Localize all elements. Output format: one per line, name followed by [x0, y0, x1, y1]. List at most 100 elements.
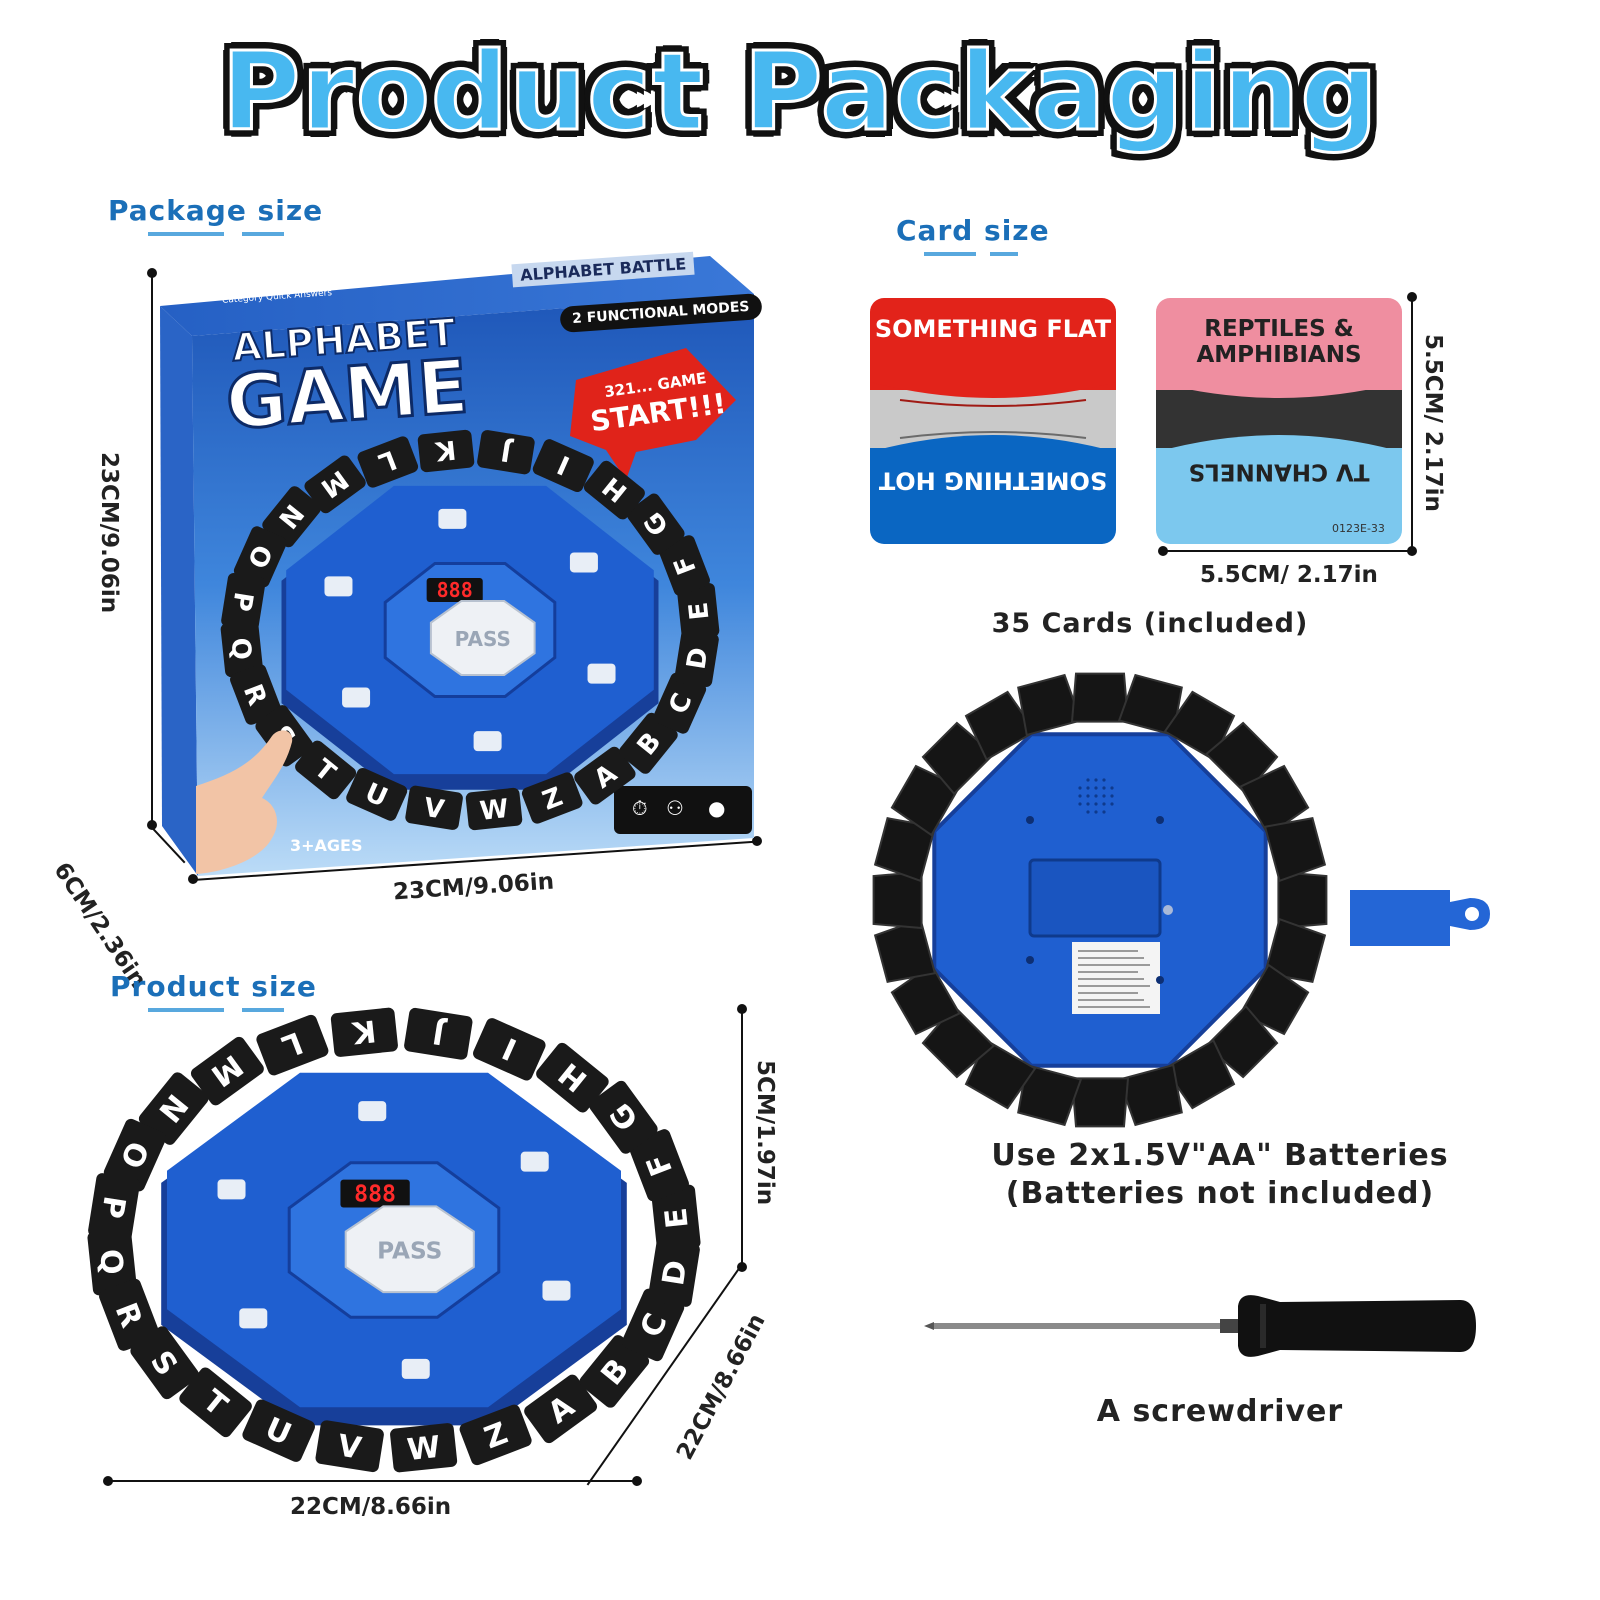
letter-tile: Z	[521, 772, 583, 824]
tile-back	[873, 917, 937, 983]
tile-back	[872, 870, 923, 930]
letter-tile: F	[628, 1129, 689, 1202]
pass-button[interactable]	[429, 600, 536, 676]
tile-letter: K	[433, 434, 457, 466]
letter-tile: Q	[220, 620, 263, 678]
card-holder	[542, 1280, 571, 1301]
product-size-heading: Product size	[110, 970, 317, 1003]
page-title: Product Packaging	[220, 29, 1379, 157]
timer-digits: 888	[437, 578, 473, 602]
card-holder	[401, 1358, 430, 1379]
letter-tile: D	[674, 629, 719, 687]
pointing-hand-illustration	[196, 730, 293, 874]
dimension-dot	[752, 836, 762, 846]
pass-button[interactable]	[344, 1205, 475, 1294]
timer-icon: ⏱	[632, 796, 648, 820]
card-size-heading: Card size	[896, 214, 1050, 247]
card-holder	[217, 1179, 246, 1200]
letter-tile: U	[242, 1399, 315, 1462]
letter-tile: E	[677, 582, 720, 640]
letter-tile: R	[99, 1278, 160, 1351]
dimension-dot	[147, 268, 157, 278]
tile-letter: V	[422, 793, 447, 826]
tile-letter: Q	[92, 1247, 129, 1276]
letter-tile: T	[179, 1367, 252, 1438]
card1-top-text: SOMETHING FLAT	[874, 315, 1112, 343]
letter-tile: I	[473, 1018, 546, 1081]
card-holder	[569, 552, 598, 573]
product-width-label: 22CM/8.66in	[290, 1494, 452, 1520]
pass-button-label: PASS	[455, 627, 511, 651]
timer-digits: 888	[354, 1181, 396, 1208]
card-height-label: 5.5CM/ 2.17in	[1420, 334, 1446, 512]
heading-underline	[148, 1008, 224, 1012]
letter-tile: R	[230, 664, 282, 725]
screwdriver-illustration	[924, 1295, 1476, 1357]
letter-tile: N	[262, 486, 321, 548]
letter-tile: B	[579, 1335, 650, 1408]
tile-letter: E	[684, 601, 716, 622]
letter-tile: U	[346, 767, 408, 821]
tile-letter: D	[682, 645, 715, 671]
dimension-dot	[737, 1004, 747, 1014]
letter-tile: F	[658, 535, 710, 596]
card-width-label: 5.5CM/ 2.17in	[1200, 562, 1378, 588]
letter-tile: H	[583, 460, 645, 520]
letter-tile: G	[626, 493, 685, 555]
letter-tile: V	[405, 785, 463, 830]
letter-tile: C	[621, 1288, 685, 1362]
tile-letter: W	[405, 1430, 442, 1468]
card2-code: 0123E-33	[1332, 522, 1385, 535]
battery-compartment	[1028, 858, 1162, 938]
letter-tile: P	[221, 573, 266, 631]
letter-tile: Z	[459, 1404, 532, 1466]
letter-tile: D	[648, 1238, 700, 1307]
battery-cover	[1350, 890, 1490, 946]
letter-tile: P	[88, 1173, 140, 1242]
letter-tile: H	[536, 1042, 609, 1113]
box-icon-strip	[614, 786, 752, 834]
heading-underline	[242, 1008, 284, 1012]
card-holder	[473, 731, 502, 752]
letter-tile: O	[233, 526, 287, 588]
letter-tile: C	[653, 672, 707, 734]
device-back-view	[872, 672, 1328, 1128]
tile-back	[1017, 673, 1083, 737]
timer-display	[340, 1179, 410, 1208]
package-height-label: 23CM/9.06in	[96, 452, 122, 614]
tile-back	[1277, 870, 1328, 930]
card-holder	[239, 1308, 268, 1329]
heading-underline	[924, 252, 976, 256]
package-size-heading: Package size	[108, 194, 324, 227]
dimension-dot	[1407, 546, 1417, 556]
letter-tile: M	[304, 455, 366, 514]
battery-icon: ●	[708, 796, 726, 820]
letter-tile: S	[130, 1326, 199, 1400]
letter-tile: J	[404, 1007, 473, 1060]
letter-tile: K	[330, 1007, 398, 1057]
card-width-line	[1162, 550, 1412, 552]
product-height-label: 5CM/1.97in	[752, 1060, 778, 1206]
tile-letter: P	[226, 590, 259, 614]
letter-tile: W	[465, 787, 523, 831]
card1-bottom-text: SOMETHING HOT	[878, 466, 1108, 495]
batteries-line1: Use 2x1.5V"AA" Batteries	[991, 1138, 1449, 1173]
tile-back	[1117, 1063, 1183, 1127]
letter-tile: G	[589, 1080, 658, 1154]
dimension-dot	[147, 820, 157, 830]
card-holder	[520, 1151, 549, 1172]
dimension-dot	[103, 1476, 113, 1486]
letter-tile: W	[390, 1423, 458, 1473]
box-ages: 3+AGES	[290, 836, 363, 855]
dimension-dot	[737, 1262, 747, 1272]
letter-tile: I	[532, 439, 594, 493]
card-height-line	[1411, 298, 1413, 552]
cards-count-caption: 35 Cards (included)	[991, 608, 1309, 639]
start-burst-shape	[570, 348, 736, 480]
tile-letter: Q	[224, 636, 256, 661]
card2-top-text: REPTILES & AMPHIBIANS	[1196, 316, 1362, 369]
product-height-line	[741, 1010, 743, 1266]
tile-letter: W	[478, 794, 510, 827]
